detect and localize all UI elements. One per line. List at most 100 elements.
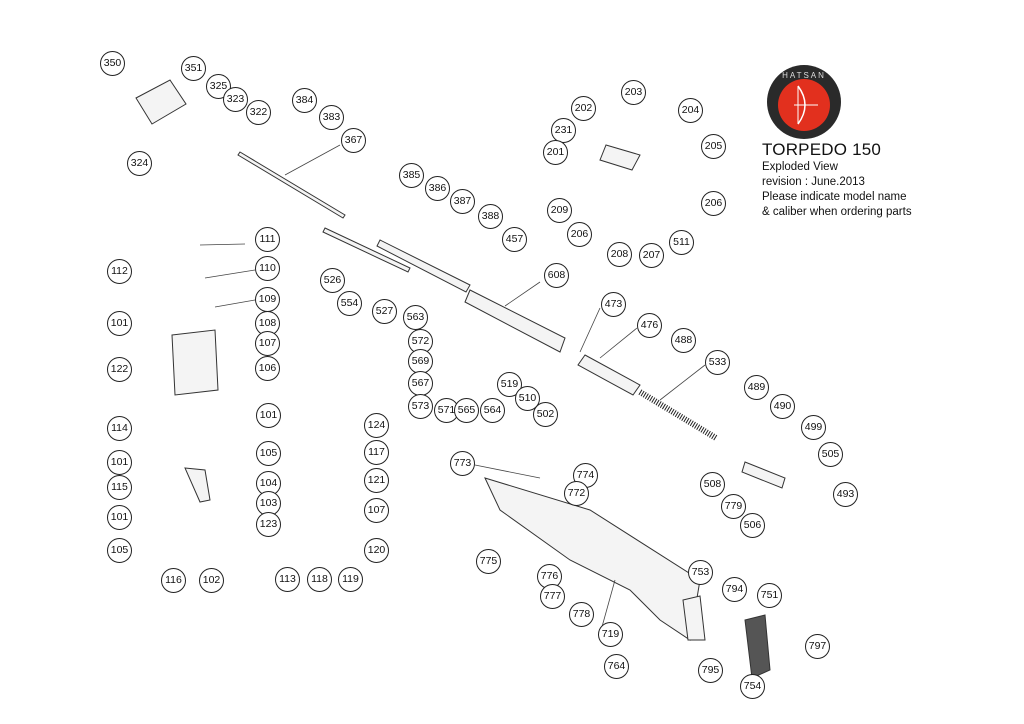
part-callout-118[interactable]: 118 [307, 567, 332, 592]
part-callout-564[interactable]: 564 [480, 398, 505, 423]
part-callout-797[interactable]: 797 [805, 634, 830, 659]
butt-plate [682, 595, 706, 641]
part-callout-388[interactable]: 388 [478, 204, 503, 229]
part-callout-554[interactable]: 554 [337, 291, 362, 316]
part-callout-231[interactable]: 231 [551, 118, 576, 143]
part-callout-205[interactable]: 205 [701, 134, 726, 159]
part-callout-110[interactable]: 110 [255, 256, 280, 281]
part-callout-608[interactable]: 608 [544, 263, 569, 288]
part-callout-120[interactable]: 120 [364, 538, 389, 563]
part-callout-473[interactable]: 473 [601, 292, 626, 317]
part-callout-387[interactable]: 387 [450, 189, 475, 214]
part-callout-101[interactable]: 101 [107, 505, 132, 530]
part-callout-109[interactable]: 109 [255, 287, 280, 312]
part-callout-383[interactable]: 383 [319, 105, 344, 130]
part-callout-527[interactable]: 527 [372, 299, 397, 324]
part-callout-121[interactable]: 121 [364, 468, 389, 493]
part-callout-123[interactable]: 123 [256, 512, 281, 537]
part-callout-565[interactable]: 565 [454, 398, 479, 423]
part-callout-101[interactable]: 101 [256, 403, 281, 428]
part-callout-113[interactable]: 113 [275, 567, 300, 592]
part-callout-794[interactable]: 794 [722, 577, 747, 602]
part-callout-104[interactable]: 104 [256, 471, 281, 496]
part-callout-324[interactable]: 324 [127, 151, 152, 176]
part-callout-508[interactable]: 508 [700, 472, 725, 497]
part-callout-751[interactable]: 751 [757, 583, 782, 608]
cocking-lever [322, 227, 411, 273]
part-callout-526[interactable]: 526 [320, 268, 345, 293]
part-callout-350[interactable]: 350 [100, 51, 125, 76]
part-callout-573[interactable]: 573 [408, 394, 433, 419]
part-callout-489[interactable]: 489 [744, 375, 769, 400]
part-callout-505[interactable]: 505 [818, 442, 843, 467]
part-callout-124[interactable]: 124 [364, 413, 389, 438]
part-callout-753[interactable]: 753 [688, 560, 713, 585]
part-callout-105[interactable]: 105 [107, 538, 132, 563]
part-callout-119[interactable]: 119 [338, 567, 363, 592]
part-callout-719[interactable]: 719 [598, 622, 623, 647]
part-callout-122[interactable]: 122 [107, 357, 132, 382]
part-callout-201[interactable]: 201 [543, 140, 568, 165]
part-callout-779[interactable]: 779 [721, 494, 746, 519]
compression-tube [464, 289, 566, 353]
part-callout-112[interactable]: 112 [107, 259, 132, 284]
part-callout-351[interactable]: 351 [181, 56, 206, 81]
part-callout-106[interactable]: 106 [255, 356, 280, 381]
part-callout-502[interactable]: 502 [533, 402, 558, 427]
trigger-plate [171, 329, 219, 396]
part-callout-101[interactable]: 101 [107, 311, 132, 336]
part-callout-533[interactable]: 533 [705, 350, 730, 375]
part-callout-772[interactable]: 772 [564, 481, 589, 506]
part-callout-754[interactable]: 754 [740, 674, 765, 699]
part-callout-206[interactable]: 206 [567, 222, 592, 247]
part-callout-208[interactable]: 208 [607, 242, 632, 267]
breech-block [376, 239, 471, 293]
part-callout-115[interactable]: 115 [107, 475, 132, 500]
part-callout-202[interactable]: 202 [571, 96, 596, 121]
title-block: TORPEDO 150 Exploded View revision : Jun… [762, 140, 912, 220]
part-callout-563[interactable]: 563 [403, 305, 428, 330]
part-callout-111[interactable]: 111 [255, 227, 280, 252]
part-callout-773[interactable]: 773 [450, 451, 475, 476]
part-callout-385[interactable]: 385 [399, 163, 424, 188]
part-callout-367[interactable]: 367 [341, 128, 366, 153]
part-callout-511[interactable]: 511 [669, 230, 694, 255]
part-callout-203[interactable]: 203 [621, 80, 646, 105]
part-callout-206[interactable]: 206 [701, 191, 726, 216]
part-callout-457[interactable]: 457 [502, 227, 527, 252]
part-callout-386[interactable]: 386 [425, 176, 450, 201]
end-cap [741, 461, 786, 489]
part-callout-101[interactable]: 101 [107, 450, 132, 475]
part-callout-117[interactable]: 117 [364, 440, 389, 465]
part-callout-209[interactable]: 209 [547, 198, 572, 223]
part-callout-777[interactable]: 777 [540, 584, 565, 609]
part-callout-107[interactable]: 107 [255, 331, 280, 356]
barrel [237, 151, 346, 219]
part-callout-322[interactable]: 322 [246, 100, 271, 125]
part-callout-571[interactable]: 571 [434, 398, 459, 423]
stock [484, 477, 701, 641]
part-callout-476[interactable]: 476 [637, 313, 662, 338]
part-callout-775[interactable]: 775 [476, 549, 501, 574]
part-callout-506[interactable]: 506 [740, 513, 765, 538]
part-callout-102[interactable]: 102 [199, 568, 224, 593]
part-callout-207[interactable]: 207 [639, 243, 664, 268]
part-callout-105[interactable]: 105 [256, 441, 281, 466]
part-callout-488[interactable]: 488 [671, 328, 696, 353]
part-callout-204[interactable]: 204 [678, 98, 703, 123]
part-callout-795[interactable]: 795 [698, 658, 723, 683]
part-callout-323[interactable]: 323 [223, 87, 248, 112]
part-callout-778[interactable]: 778 [569, 602, 594, 627]
part-callout-114[interactable]: 114 [107, 416, 132, 441]
part-callout-499[interactable]: 499 [801, 415, 826, 440]
part-callout-107[interactable]: 107 [364, 498, 389, 523]
part-callout-384[interactable]: 384 [292, 88, 317, 113]
part-callout-567[interactable]: 567 [408, 371, 433, 396]
part-callout-116[interactable]: 116 [161, 568, 186, 593]
part-callout-490[interactable]: 490 [770, 394, 795, 419]
hatsan-logo: HATSAN [766, 64, 842, 140]
part-callout-493[interactable]: 493 [833, 482, 858, 507]
part-callout-764[interactable]: 764 [604, 654, 629, 679]
part-callout-108[interactable]: 108 [255, 311, 280, 336]
subtitle: Exploded View [762, 161, 838, 173]
